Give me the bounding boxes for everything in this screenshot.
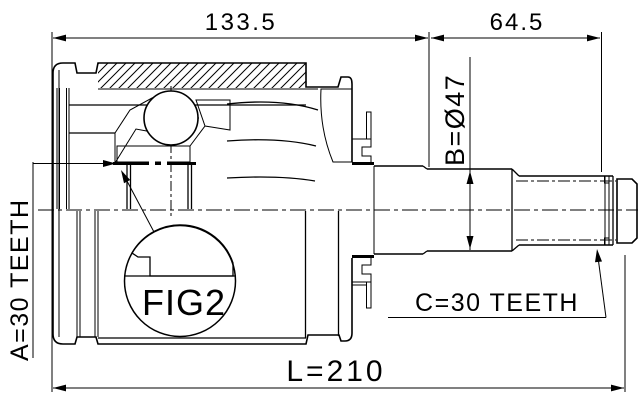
fig2-circle bbox=[123, 224, 237, 338]
fig2-groove-section bbox=[131, 224, 234, 277]
dimension-length: L=210 bbox=[53, 255, 626, 392]
bearing-ball bbox=[143, 90, 199, 146]
centerline bbox=[38, 86, 638, 218]
fig2-leader-line bbox=[126, 180, 155, 233]
fig2-label: FIG2 bbox=[142, 282, 226, 323]
spline-a-label: A=30 TEETH bbox=[6, 198, 34, 361]
dimension-top: 133.5 64.5 bbox=[51, 9, 602, 392]
label-diameter-b: B=Ø47 bbox=[440, 57, 474, 250]
dim-64-5-label: 64.5 bbox=[490, 9, 545, 36]
boot-clamp-top bbox=[352, 111, 372, 165]
spline-end bbox=[516, 175, 638, 246]
label-b-arrow-up bbox=[466, 171, 474, 184]
boot-clamp-bottom bbox=[352, 256, 372, 309]
outer-housing bbox=[52, 62, 353, 345]
dim-l210-label: L=210 bbox=[286, 355, 385, 388]
label-spline-a: A=30 TEETH bbox=[6, 160, 116, 361]
fig2-leader-arrowhead bbox=[121, 170, 131, 184]
label-b-arrow-down bbox=[466, 236, 474, 249]
fig2-detail: FIG2 bbox=[121, 170, 237, 338]
boot-folds bbox=[226, 101, 319, 182]
label-spline-c: C=30 TEETH bbox=[388, 249, 607, 318]
housing-top-hatch bbox=[98, 63, 306, 88]
label-c-leader bbox=[598, 260, 607, 318]
label-c-arrowhead bbox=[595, 249, 602, 263]
dim-133-5-label: 133.5 bbox=[205, 9, 278, 36]
diameter-b-label: B=Ø47 bbox=[440, 74, 470, 166]
spline-c-label: C=30 TEETH bbox=[415, 289, 579, 317]
housing-right-wall-hatch bbox=[320, 88, 353, 163]
label-a-arrowhead bbox=[103, 160, 116, 167]
